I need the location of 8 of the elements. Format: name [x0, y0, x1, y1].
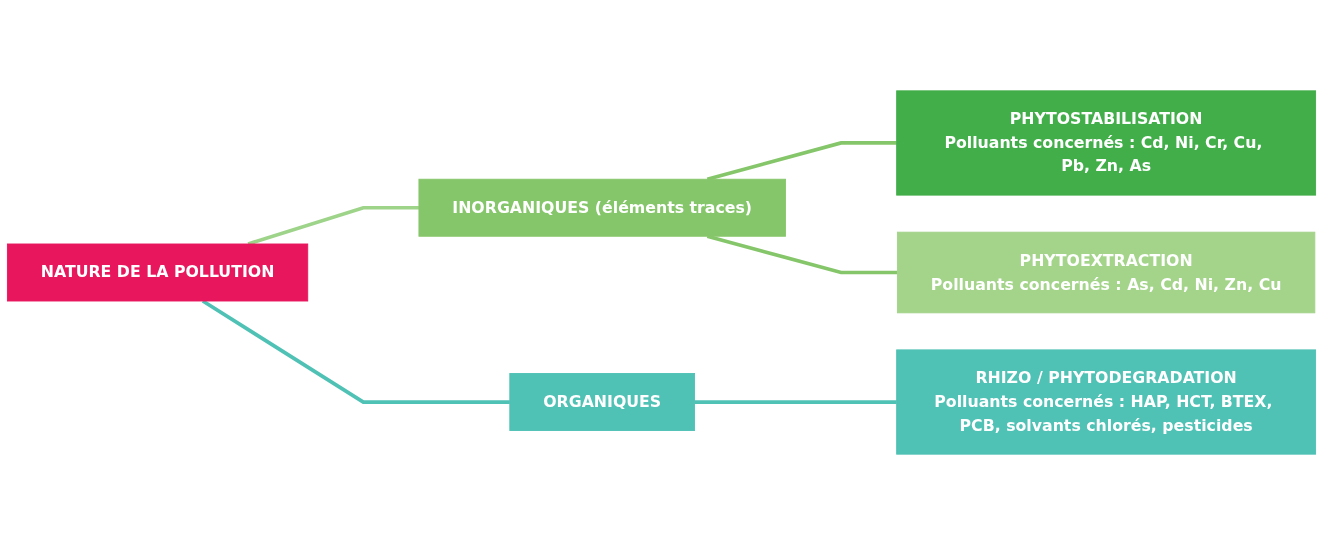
node-box: ORGANIQUES	[509, 373, 696, 431]
node-box: NATURE DE LA POLLUTION	[6, 243, 309, 302]
node-box: RHIZO / PHYTODEGRADATION Polluants concernés : HAP, HCT, BTEX, PCB, solvants chlorés, pesticides	[896, 349, 1317, 455]
connector	[247, 205, 419, 246]
node-box: INORGANIQUES (éléments traces)	[418, 178, 786, 237]
connector	[694, 400, 897, 404]
node-box: PHYTOSTABILISATION Polluants concernés : Cd, Ni, Cr, Cu, Pb, Zn, As	[896, 90, 1317, 196]
node-box: PHYTOEXTRACTION Polluants concernés : As, Cd, Ni, Zn, Cu	[896, 231, 1316, 314]
